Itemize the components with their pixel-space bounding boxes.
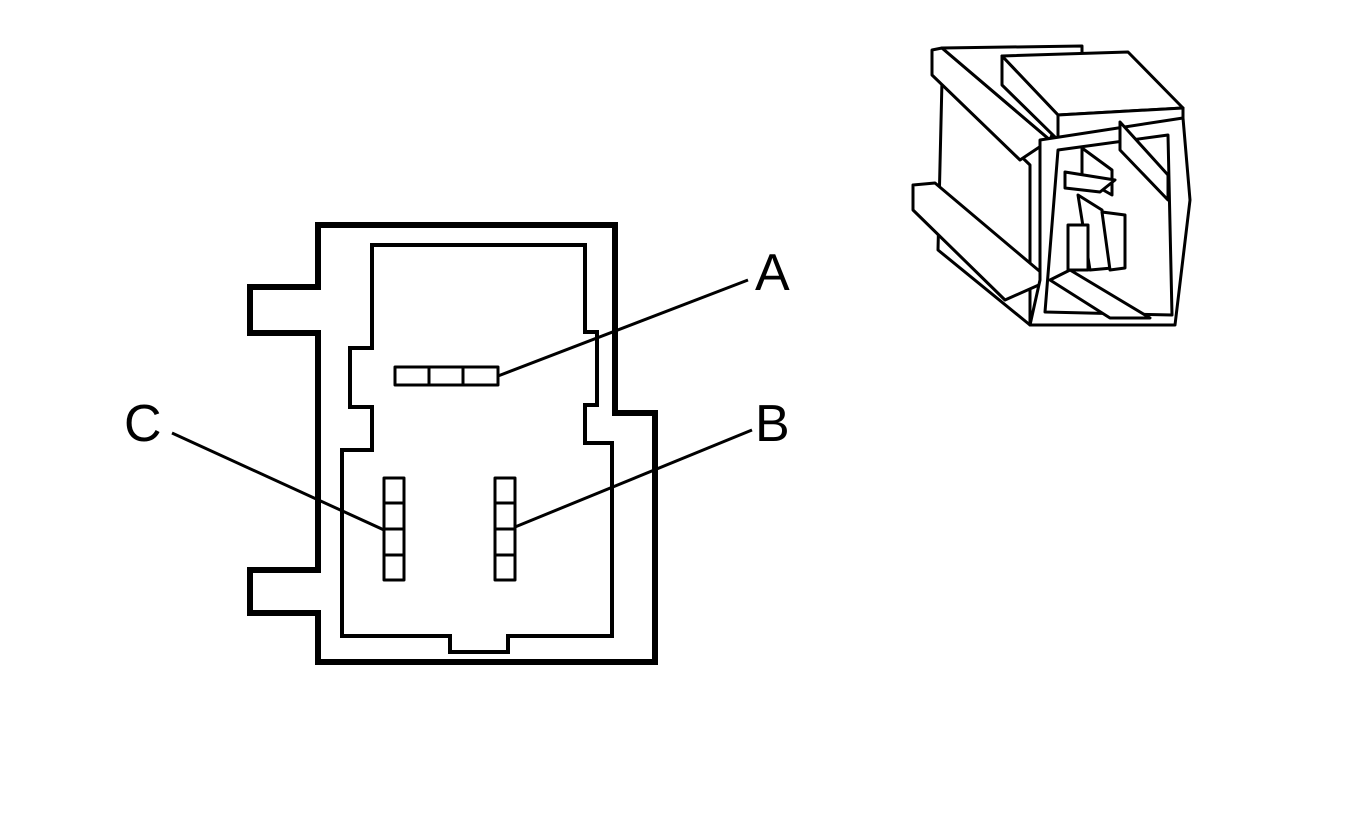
label-terminal-c: C bbox=[124, 395, 162, 453]
leader-line-a bbox=[497, 278, 749, 378]
label-terminal-b: B bbox=[755, 395, 790, 453]
terminal-a-blade bbox=[393, 365, 500, 387]
terminal-b-blade bbox=[493, 476, 517, 582]
connector-housing-outline bbox=[247, 222, 658, 665]
connector-face-view: A B C bbox=[124, 222, 790, 665]
label-terminal-a: A bbox=[755, 244, 790, 302]
connector-cavity-outline bbox=[340, 243, 614, 654]
terminal-c-blade bbox=[382, 476, 406, 582]
leader-line-c bbox=[171, 431, 385, 532]
connector-isometric-view bbox=[911, 44, 1192, 327]
leader-line-b bbox=[514, 428, 753, 529]
